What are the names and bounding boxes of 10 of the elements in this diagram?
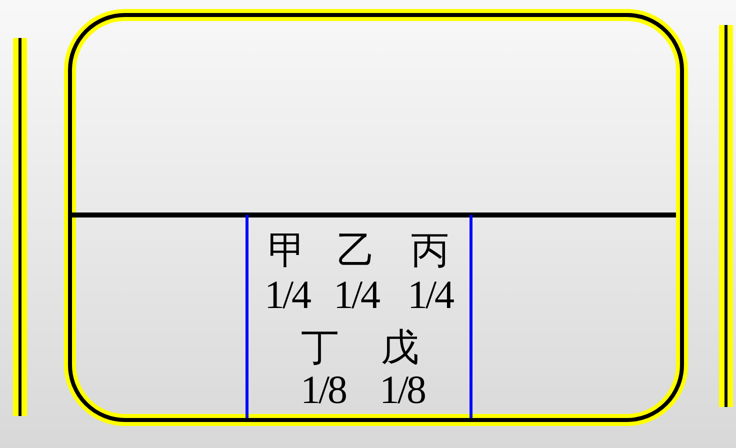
share-label: 戊 [381,327,419,367]
fraction-label: 1/8 [300,370,346,410]
fraction-label: 1/8 [379,370,425,410]
share-label: 乙 [337,230,375,270]
share-label: 丙 [411,230,449,270]
fraction-label: 1/4 [333,275,379,315]
share-label: 甲 [268,230,306,270]
fraction-label: 1/4 [264,275,310,315]
fraction-label: 1/4 [407,275,453,315]
share-label: 丁 [301,327,339,367]
